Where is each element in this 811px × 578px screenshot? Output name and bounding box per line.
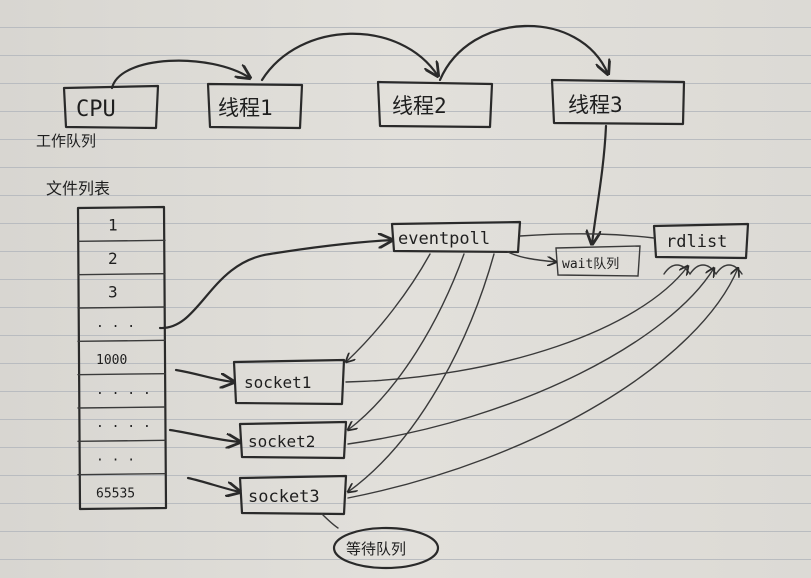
file-list-row-divider — [77, 372, 166, 376]
wait-queue-label: wait队列 — [562, 257, 619, 272]
arrow-eventpoll-to-socket1 — [346, 253, 431, 362]
arrow-thread3-to-wait — [592, 124, 608, 244]
thread1-box — [206, 82, 304, 130]
arrow-fd65535-to-socket3 — [186, 476, 240, 492]
arrow-eventpoll-to-wait — [507, 251, 556, 262]
arrow-socket3-to-rdlist — [347, 268, 738, 499]
rdlist-label: rdlist — [666, 232, 727, 252]
file-list-row-divider — [77, 239, 166, 243]
file-list-table: 1 2 3 · · · 1000 · · · · · · · · · · · 65535 — [76, 205, 168, 511]
thread3-box — [550, 78, 686, 126]
thread2-label: 线程2 — [392, 94, 447, 118]
bottom-wait-queue-ellipse — [332, 526, 440, 570]
socket3-label: socket3 — [248, 487, 320, 507]
file-list-row-divider — [77, 472, 166, 476]
arrow-socket2-to-rdlist — [347, 268, 714, 445]
rdlist-box — [652, 222, 750, 260]
file-list-row: 2 — [108, 249, 118, 268]
thread1-label: 线程1 — [218, 96, 273, 120]
file-list-row: · · · · — [96, 420, 151, 435]
file-list-row-divider — [77, 439, 166, 443]
thread3-label: 线程3 — [568, 93, 623, 117]
cpu-label: CPU — [76, 97, 116, 122]
eventpoll-to-rdlist-line — [519, 233, 655, 239]
cpu-box — [62, 84, 160, 130]
file-list-row: 65535 — [96, 486, 135, 501]
eventpoll-label: eventpoll — [398, 229, 490, 249]
work-queue-label: 工作队列 — [36, 132, 96, 150]
file-list-row-divider — [77, 306, 166, 309]
arrow-thread1-to-thread2 — [260, 32, 438, 82]
arrow-thread2-to-thread3 — [438, 24, 608, 82]
bottom-wait-queue-label: 等待队列 — [346, 540, 406, 558]
file-list-row: 1 — [108, 216, 118, 235]
file-list-row: 3 — [108, 282, 118, 301]
socket2-label: socket2 — [248, 432, 315, 451]
socket3-box — [238, 474, 348, 516]
arrow-cpu-to-thread1 — [110, 59, 250, 90]
arrow-filelist-to-eventpoll — [158, 240, 392, 330]
file-list-row: · · · — [96, 320, 135, 335]
rdlist-queue-marks — [663, 264, 743, 276]
arrow-eventpoll-to-socket2 — [348, 253, 465, 430]
file-list-row: · · · · — [96, 386, 151, 401]
arrow-fdrow-to-socket2 — [168, 428, 240, 442]
arrow-eventpoll-to-socket3 — [348, 253, 495, 492]
file-list-row: 1000 — [96, 353, 127, 368]
socket3-to-waitqueue-marks — [321, 513, 339, 529]
file-list-row: · · · — [96, 453, 135, 468]
arrow-fd1000-to-socket1 — [174, 368, 234, 382]
file-list-title: 文件列表 — [46, 179, 110, 198]
file-list-row-divider — [77, 339, 166, 343]
socket1-label: socket1 — [244, 373, 311, 392]
file-list-row-divider — [77, 272, 166, 276]
arrow-socket1-to-rdlist — [345, 266, 688, 383]
thread2-box — [376, 80, 494, 129]
file-list-row-divider — [77, 406, 166, 409]
